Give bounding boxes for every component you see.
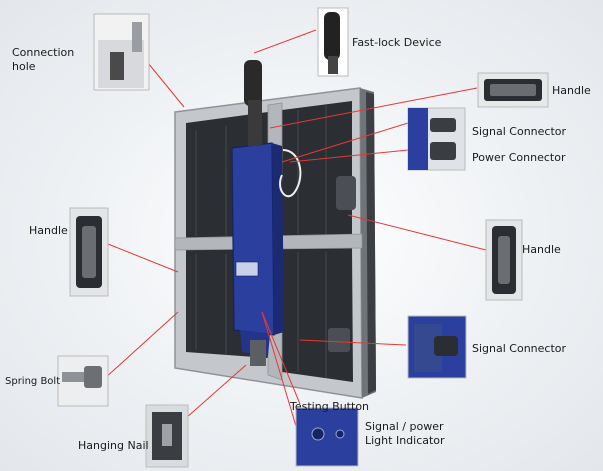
inset-handle-left <box>69 207 109 297</box>
inset-spring-bolt <box>57 355 109 407</box>
inset-light-indicator <box>295 407 359 467</box>
label-testing-button: Testing Button <box>290 400 370 413</box>
label-signal-connector-bottom: Signal Connector <box>472 342 567 355</box>
label-signal-power-light-indicator: Signal / power Light Indicator <box>365 420 445 447</box>
label-spring-bolt: Spring Bolt <box>5 376 61 387</box>
label-hanging-nail: Hanging Nail <box>78 439 149 452</box>
label-power-connector: Power Connector <box>472 151 566 164</box>
label-fast-lock-device: Fast-lock Device <box>352 36 442 49</box>
label-handle-right: Handle <box>522 243 561 256</box>
label-handle-left: Handle <box>29 224 68 237</box>
inset-connectors-top <box>407 107 466 171</box>
inset-connection-hole <box>93 13 150 91</box>
inset-hanging-nail <box>145 404 189 468</box>
inset-handle-top <box>477 72 549 108</box>
inset-signal-connector-bottom <box>407 315 467 379</box>
inset-handle-right <box>485 219 523 301</box>
inset-fast-lock <box>317 7 349 77</box>
label-signal-connector-top: Signal Connector <box>472 125 567 138</box>
label-handle-top: Handle <box>552 84 591 97</box>
led-cabinet <box>174 60 376 399</box>
label-connection-hole: Connection hole <box>12 46 75 73</box>
leader-lines <box>103 29 487 434</box>
